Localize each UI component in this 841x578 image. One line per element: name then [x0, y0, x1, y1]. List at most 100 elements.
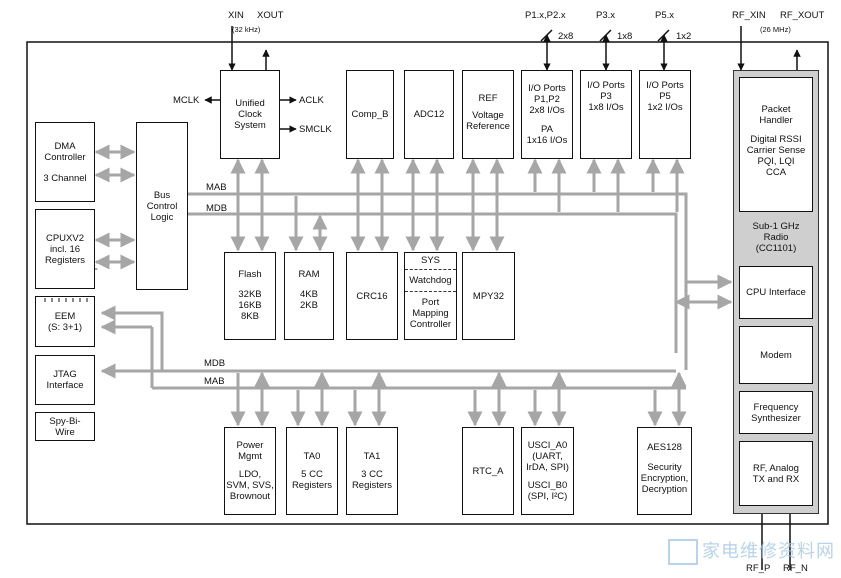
ta1-line-3: Registers	[351, 480, 393, 491]
rtc-label: RTC_A	[472, 465, 504, 477]
cpu-interface-block: CPU Interface	[739, 266, 813, 319]
ram-size-1: 4KB	[300, 289, 318, 300]
p5-bus-width: 1x2	[676, 31, 692, 42]
io-ports-p5-block: I/O Ports P5 1x2 I/Os	[639, 70, 691, 159]
cpu-interface-label: CPU Interface	[746, 287, 806, 298]
cpux-line-2: incl. 16	[49, 243, 81, 255]
rf-analog-block: RF, Analog TX and RX	[739, 441, 813, 506]
io-p1p2-line-1: I/O Ports	[528, 83, 566, 94]
flash-size-1: 32KB	[238, 289, 262, 300]
ref-line-3: Reference	[466, 121, 510, 132]
io-ports-p1p2-block: I/O Ports P1,P2 2x8 I/Os PA 1x16 I/Os	[521, 70, 573, 159]
packet-line-6: CCA	[765, 167, 787, 178]
aes-line-4: Decryption	[641, 484, 688, 495]
smclk-label: SMCLK	[299, 124, 332, 135]
io-p1p2-line-2: P1,P2	[534, 94, 560, 105]
ta0-block: TA0 5 CC Registers	[286, 427, 338, 515]
power-line-1: Power	[236, 440, 264, 451]
io-p1p2-line-4: PA	[541, 124, 553, 135]
power-mgmt-block: Power Mgmt LDO, SVM, SVS, Brownout	[224, 427, 276, 515]
packet-line-2: Handler	[759, 115, 793, 126]
freq-line-1: Frequency	[753, 401, 799, 413]
io-p3-line-3: 1x8 I/Os	[588, 102, 624, 113]
modem-label: Modem	[760, 349, 792, 361]
ta0-title: TA0	[303, 451, 321, 462]
packet-line-1: Packet	[761, 104, 791, 115]
dma-line-2: Controller	[44, 151, 86, 163]
cpux-line-3: Registers	[44, 254, 86, 266]
xin-frequency: (32 kHz)	[232, 25, 261, 34]
usci-block: USCI_A0 (UART, IrDA, SPI) USCI_B0 (SPI, …	[521, 427, 574, 515]
rf-p-label: RF_P	[746, 563, 771, 574]
power-line-5: Brownout	[229, 491, 271, 502]
eem-line-1: EEM	[54, 311, 76, 322]
mdb-top-label: MDB	[206, 203, 228, 214]
p3-pins-label: P3.x	[596, 10, 616, 21]
adc12-label: ADC12	[413, 109, 445, 120]
eem-block: EEM (S: 3+1)	[35, 296, 95, 347]
flash-size-2: 16KB	[238, 300, 262, 311]
rf-line-1: RF, Analog	[753, 462, 799, 474]
eem-tick-marks	[44, 298, 88, 302]
aes128-block: AES128 Security Encryption, Decryption	[637, 427, 692, 515]
sys-label: SYS	[420, 255, 440, 266]
rf-xout-label: RF_XOUT	[780, 10, 825, 21]
sbw-line-2: Wire	[55, 426, 75, 438]
dma-line-3: 3 Channel	[43, 172, 87, 184]
io-p1p2-line-3: 2x8 I/Os	[529, 105, 565, 116]
usci-line-2: (UART,	[532, 451, 563, 462]
packet-handler-block: Packet Handler Digital RSSI Carrier Sens…	[739, 77, 813, 212]
port-map-line-1: Port	[421, 297, 440, 308]
bus-control-logic-block: Bus Control Logic	[136, 122, 188, 290]
sbw-line-1: Spy-Bi-	[49, 415, 81, 427]
cpux-line-1: CPUXV2	[45, 232, 84, 244]
bus-ctrl-line-3: Logic	[150, 211, 174, 223]
mclk-label: MCLK	[173, 95, 200, 106]
comp-b-label: Comp_B	[351, 109, 389, 120]
frequency-synthesizer-block: Frequency Synthesizer	[739, 391, 813, 434]
ta1-title: TA1	[363, 451, 381, 462]
io-ports-p3-block: I/O Ports P3 1x8 I/Os	[580, 70, 632, 159]
freq-line-2: Synthesizer	[751, 412, 801, 424]
xout-label: XOUT	[257, 10, 284, 21]
flash-title: Flash	[238, 269, 262, 280]
power-line-3: LDO,	[238, 469, 262, 480]
aes-line-3: Encryption,	[640, 473, 689, 484]
crc16-label: CRC16	[356, 290, 388, 302]
watermark-logo	[668, 539, 698, 565]
crc16-block: CRC16	[346, 252, 398, 340]
packet-line-4: Carrier Sense	[746, 145, 806, 156]
flash-size-3: 8KB	[241, 311, 259, 322]
eem-line-2: (S: 3+1)	[47, 322, 83, 333]
bus-ctrl-line-1: Bus	[153, 189, 171, 201]
cpuxv2-block: CPUXV2 incl. 16 Registers	[35, 209, 95, 289]
chip-outline	[26, 41, 829, 525]
spy-bi-wire-block: Spy-Bi- Wire	[35, 412, 95, 441]
ucs-line-1: Unified	[235, 98, 265, 109]
usci-line-5: (SPI, I²C)	[527, 491, 568, 502]
power-line-2: Mgmt	[238, 451, 262, 462]
packet-line-3: Digital RSSI	[750, 134, 802, 145]
rtc-a-block: RTC_A	[462, 427, 514, 515]
p5-pins-label: P5.x	[655, 10, 675, 21]
watermark: 家电维修资料网	[668, 537, 835, 565]
jtag-interface-block: JTAG Interface	[35, 355, 95, 405]
ref-block: REF Voltage Reference	[462, 70, 514, 159]
sys-watchdog-portmap-block: SYS Watchdog Port Mapping Controller	[404, 252, 457, 340]
ucs-line-2: Clock	[238, 109, 262, 120]
jtag-line-1: JTAG	[53, 369, 77, 380]
p3-bus-width: 1x8	[617, 31, 633, 42]
usci-line-3: IrDA, SPI)	[526, 462, 569, 473]
radio-title-line-3: (CC1101)	[755, 243, 797, 254]
radio-title: Sub-1 GHz Radio (CC1101)	[746, 221, 806, 254]
comp-b-block: Comp_B	[346, 70, 394, 159]
xin-label: XIN	[228, 10, 244, 21]
ta1-line-2: 3 CC	[361, 469, 383, 480]
io-p5-line-3: 1x2 I/Os	[647, 102, 683, 113]
io-p5-line-2: P5	[659, 91, 671, 102]
watermark-text: 家电维修资料网	[702, 541, 835, 562]
io-p5-line-1: I/O Ports	[646, 80, 684, 91]
adc12-block: ADC12	[404, 70, 454, 159]
rf-xin-label: RF_XIN	[732, 10, 766, 21]
